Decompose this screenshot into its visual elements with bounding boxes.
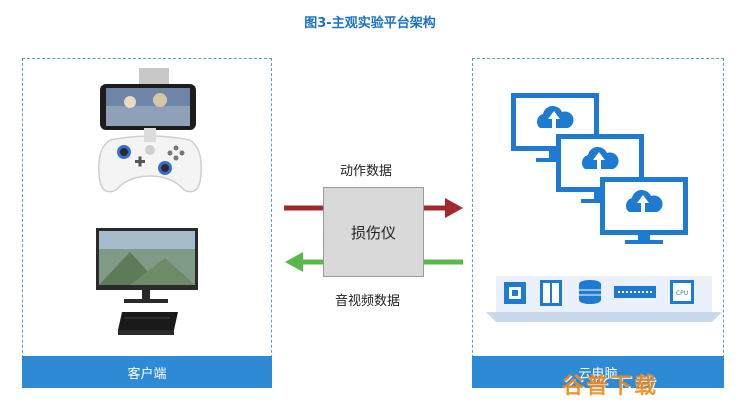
hardware-platform: CPU — [486, 276, 722, 322]
impairment-device-label: 损伤仪 — [350, 223, 396, 242]
downstream-arrow — [285, 252, 463, 272]
monitor-icon — [96, 228, 198, 303]
diagram-title: 图3-主观实验平台架构 — [304, 16, 436, 31]
server-rack-icon — [540, 280, 562, 306]
impairment-device-box: 损伤仪 — [323, 187, 424, 277]
gamepad-icon — [98, 128, 202, 193]
phone-icon — [100, 68, 196, 130]
client-label: 客户端 — [22, 356, 272, 388]
client-panel: 客户端 — [22, 58, 272, 388]
cpu-text: CPU — [676, 290, 688, 297]
chip-icon — [504, 282, 526, 304]
upstream-label: 动作数据 — [340, 164, 393, 179]
cloud-monitor-icon-3 — [600, 177, 688, 244]
cloud-label: 云电脑 — [472, 356, 724, 388]
set-top-box-icon — [118, 312, 178, 335]
downstream-label: 音视频数据 — [335, 294, 401, 309]
database-icon — [579, 280, 601, 304]
cpu-icon: CPU — [670, 280, 694, 304]
cloud-panel: 云电脑 — [472, 58, 724, 388]
cloud-monitor-icon-1 — [511, 93, 599, 162]
network-switch-icon — [614, 286, 656, 298]
watermark-logo: 谷普下载 — [562, 374, 659, 399]
upstream-arrow — [284, 198, 463, 218]
